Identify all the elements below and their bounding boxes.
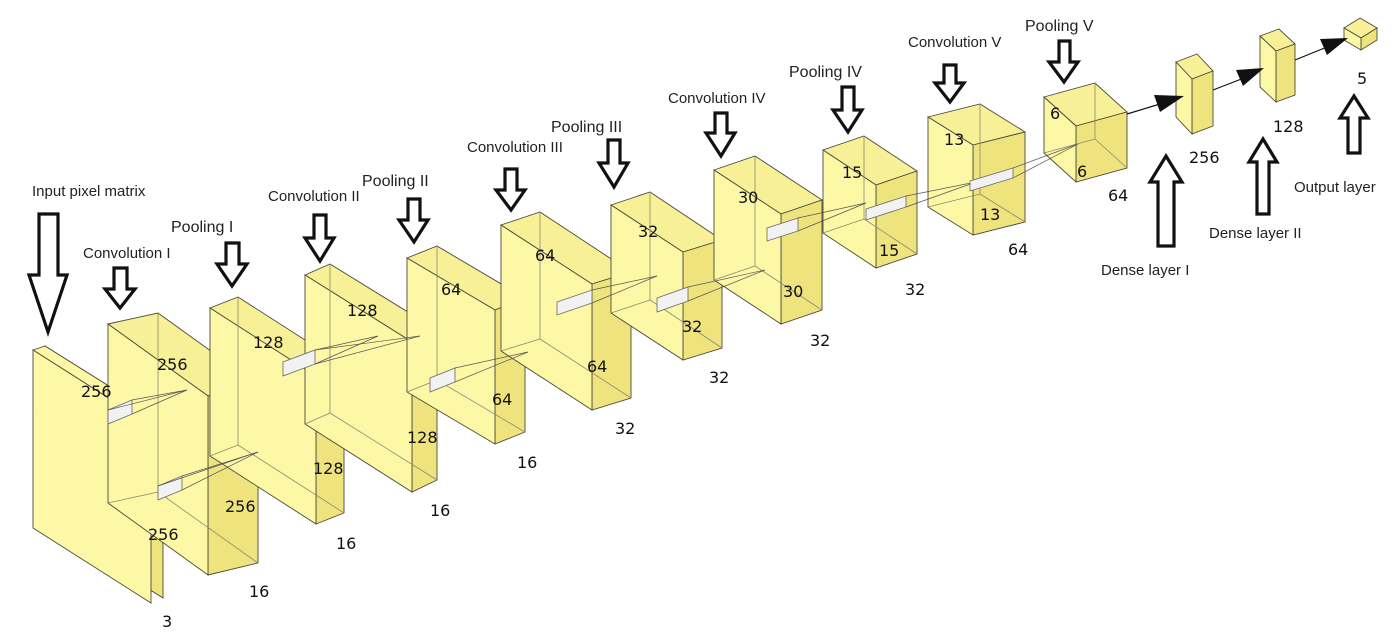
dim-conv5-h: 13 xyxy=(944,130,964,149)
block-conv5 xyxy=(926,103,1027,236)
dim-dense2: 128 xyxy=(1273,117,1304,136)
dim-conv1-h: 256 xyxy=(157,355,188,374)
dim-conv1-w: 256 xyxy=(225,497,256,516)
arrow-up-icon xyxy=(1147,152,1185,248)
arrow-down-icon xyxy=(302,213,337,265)
arrow-down-icon xyxy=(596,138,631,191)
kernel-rays xyxy=(107,143,1079,501)
arrow-down-icon xyxy=(1045,39,1082,85)
dim-conv2-h: 128 xyxy=(347,301,378,320)
dim-pool1-w: 128 xyxy=(313,459,344,478)
label-pool2: Pooling II xyxy=(362,173,429,190)
label-conv3: Convolution III xyxy=(467,139,563,156)
label-pool5: Pooling V xyxy=(1025,18,1094,35)
dim-conv2-w: 128 xyxy=(407,428,438,447)
label-conv2: Convolution II xyxy=(268,188,360,205)
arrow-down-icon xyxy=(703,111,738,160)
dim-input-d: 3 xyxy=(162,612,172,631)
arrow-down-icon xyxy=(492,167,529,213)
dim-conv3-h: 64 xyxy=(535,246,555,265)
block-pool4 xyxy=(821,135,919,269)
dim-conv4-h: 30 xyxy=(738,188,758,207)
dim-conv2-d: 16 xyxy=(430,501,450,520)
label-pool1: Pooling I xyxy=(171,219,233,236)
dim-pool4-d: 32 xyxy=(905,280,925,299)
dimension-labels: 256 256 3 256 256 16 128 128 16 128 128 … xyxy=(81,69,1367,631)
arrow-down-icon xyxy=(829,85,865,135)
dim-pool4-w: 15 xyxy=(879,241,899,260)
dim-pool3-d: 32 xyxy=(709,368,729,387)
arrow-down-icon xyxy=(395,197,431,245)
dim-pool3-h: 32 xyxy=(638,222,658,241)
label-conv1: Convolution I xyxy=(83,245,171,262)
label-conv5: Convolution V xyxy=(908,34,1001,51)
dim-pool5-w: 6 xyxy=(1077,162,1087,181)
label-conv4: Convolution IV xyxy=(668,90,766,107)
arrow-down-icon xyxy=(26,212,70,338)
label-pool4: Pooling IV xyxy=(789,64,862,81)
dim-conv4-d: 32 xyxy=(810,331,830,350)
dim-conv4-w: 30 xyxy=(783,282,803,301)
block-conv4 xyxy=(712,155,824,325)
label-pool3: Pooling III xyxy=(551,119,622,136)
block-dense1 xyxy=(1175,53,1214,136)
arrow-down-icon xyxy=(213,241,251,289)
dense-arrows xyxy=(1147,93,1371,248)
arrow-up-icon xyxy=(1246,135,1280,216)
dim-pool4-h: 15 xyxy=(842,163,862,182)
dim-pool2-h: 64 xyxy=(441,280,461,299)
label-input: Input pixel matrix xyxy=(32,183,146,200)
label-dense1: Dense layer I xyxy=(1101,262,1189,279)
dense-connectors xyxy=(1126,38,1348,115)
layer-arrows xyxy=(26,39,1082,338)
block-dense2 xyxy=(1259,28,1296,104)
dim-conv3-d: 32 xyxy=(615,419,635,438)
block-pool3 xyxy=(609,191,724,361)
dim-pool2-w: 64 xyxy=(492,390,512,409)
dim-input-w: 256 xyxy=(148,525,179,544)
dim-conv5-d: 64 xyxy=(1008,240,1028,259)
dim-pool3-w: 32 xyxy=(682,317,702,336)
dim-pool1-h: 128 xyxy=(253,333,284,352)
dim-pool2-d: 16 xyxy=(517,453,537,472)
dim-input-h: 256 xyxy=(81,382,112,401)
dim-pool1-d: 16 xyxy=(336,534,356,553)
arrow-down-icon xyxy=(931,63,968,105)
arrow-down-icon xyxy=(101,266,139,311)
dim-pool5-h: 6 xyxy=(1050,104,1060,123)
label-dense2: Dense layer II xyxy=(1209,225,1302,242)
layer-labels: Input pixel matrix Convolution I Pooling… xyxy=(32,18,1376,279)
dim-conv5-w: 13 xyxy=(980,205,1000,224)
dim-dense1: 256 xyxy=(1189,148,1220,167)
dim-output: 5 xyxy=(1357,69,1367,88)
arrow-up-icon xyxy=(1337,93,1371,155)
dim-conv3-w: 64 xyxy=(587,357,607,376)
block-output xyxy=(1343,17,1378,51)
block-pool5 xyxy=(1043,82,1128,184)
dim-pool5-d: 64 xyxy=(1108,186,1128,205)
label-output: Output layer xyxy=(1294,179,1376,196)
dim-conv1-d: 16 xyxy=(249,582,269,601)
